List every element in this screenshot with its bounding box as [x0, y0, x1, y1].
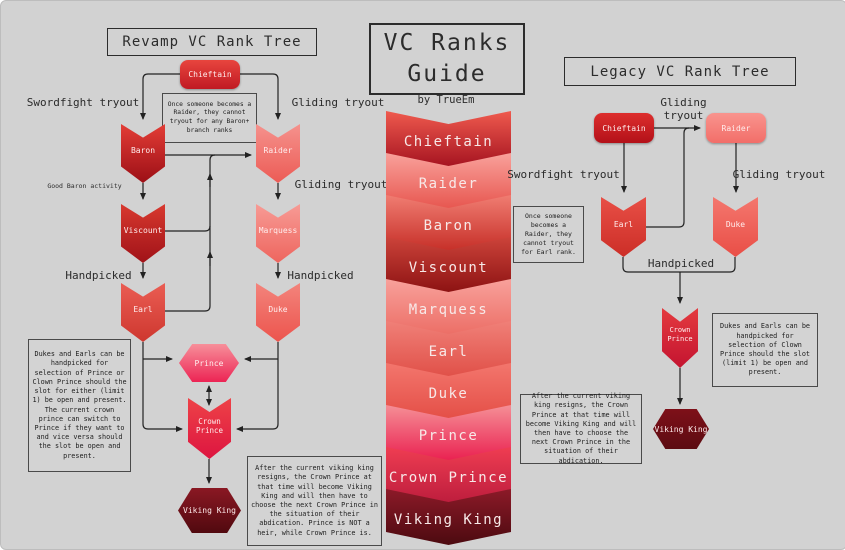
node-label: Baron: [130, 146, 156, 155]
legacy-node-raider: Raider: [706, 113, 766, 143]
revamp-handpick-note: Dukes and Earls can be handpicked for se…: [28, 339, 131, 472]
revamp-label-good-baron-activity: Good Baron activity: [47, 182, 122, 190]
legacy-label-swordfight-tryout: Swordfight tryout: [507, 168, 620, 181]
node-label: Earl: [613, 219, 634, 229]
legacy-handpick-note: Dukes and Earls can be handpicked for se…: [712, 313, 818, 387]
node-label: Duke: [268, 305, 288, 314]
guide-rank-label: Raider: [418, 176, 479, 192]
guide-rank-label: Earl: [428, 344, 469, 360]
node-label: Viking King: [183, 506, 236, 515]
node-label: Chieftain: [602, 123, 646, 133]
node-label: Crown Prince: [667, 326, 693, 343]
node-label: Prince: [194, 358, 224, 368]
guide-rank-label: Duke: [428, 386, 469, 402]
guide-byline: by TrueEm: [417, 94, 475, 106]
legacy-raider-note: Once someone becomes a Raider, they cann…: [513, 206, 584, 263]
legacy-node-chieftain: Chieftain: [594, 113, 654, 143]
guide-rank-label: Marquess: [408, 302, 489, 318]
revamp-label-handpicked-left: Handpicked: [65, 269, 132, 282]
revamp-label-gliding-tryout-top: Gliding tryout: [291, 96, 385, 109]
node-label: Duke: [725, 219, 746, 229]
node-label: Raider: [263, 146, 293, 155]
revamp-label-swordfight-tryout: Swordfight tryout: [26, 96, 140, 109]
guide-title: VC Ranks Guide: [369, 23, 525, 95]
revamp-node-prince: Prince: [179, 344, 239, 382]
legacy-label-handpicked: Handpicked: [647, 257, 715, 270]
revamp-abdication-note: After the current viking king resigns, t…: [247, 456, 382, 546]
revamp-node-viking-king: Viking King: [178, 488, 241, 533]
revamp-tree-title: Revamp VC Rank Tree: [107, 28, 317, 56]
guide-rank-label: Crown Prince: [388, 470, 509, 486]
node-label: Marquess: [258, 226, 298, 235]
legacy-node-viking-king: Viking King: [653, 409, 709, 449]
revamp-node-chieftain: Chieftain: [180, 60, 240, 89]
revamp-label-handpicked-right: Handpicked: [287, 269, 354, 282]
legacy-abdication-note: After the current viking king resigns, t…: [520, 392, 642, 465]
guide-rank-label: Viscount: [408, 260, 489, 276]
guide-rank-label: Prince: [418, 428, 479, 444]
node-label: Raider: [721, 123, 751, 133]
guide-rank-label: Baron: [423, 218, 474, 234]
legacy-tree-title: Legacy VC Rank Tree: [564, 57, 796, 86]
node-label: Viking King: [654, 424, 708, 434]
legacy-label-gliding-tryout-right: Gliding tryout: [732, 168, 826, 181]
guide-rank-label: Viking King: [393, 512, 504, 528]
revamp-raider-note: Once someone becomes a Raider, they cann…: [162, 93, 257, 143]
node-label: Earl: [133, 305, 153, 314]
node-label: Chieftain: [188, 70, 232, 79]
legacy-label-gliding-tryout-top: Gliding tryout: [660, 96, 707, 122]
node-label: Crown Prince: [195, 416, 224, 435]
node-label: Viscount: [123, 226, 163, 235]
guide-rank-label: Chieftain: [403, 134, 494, 150]
revamp-label-gliding-tryout-mid: Gliding tryout: [294, 178, 388, 191]
